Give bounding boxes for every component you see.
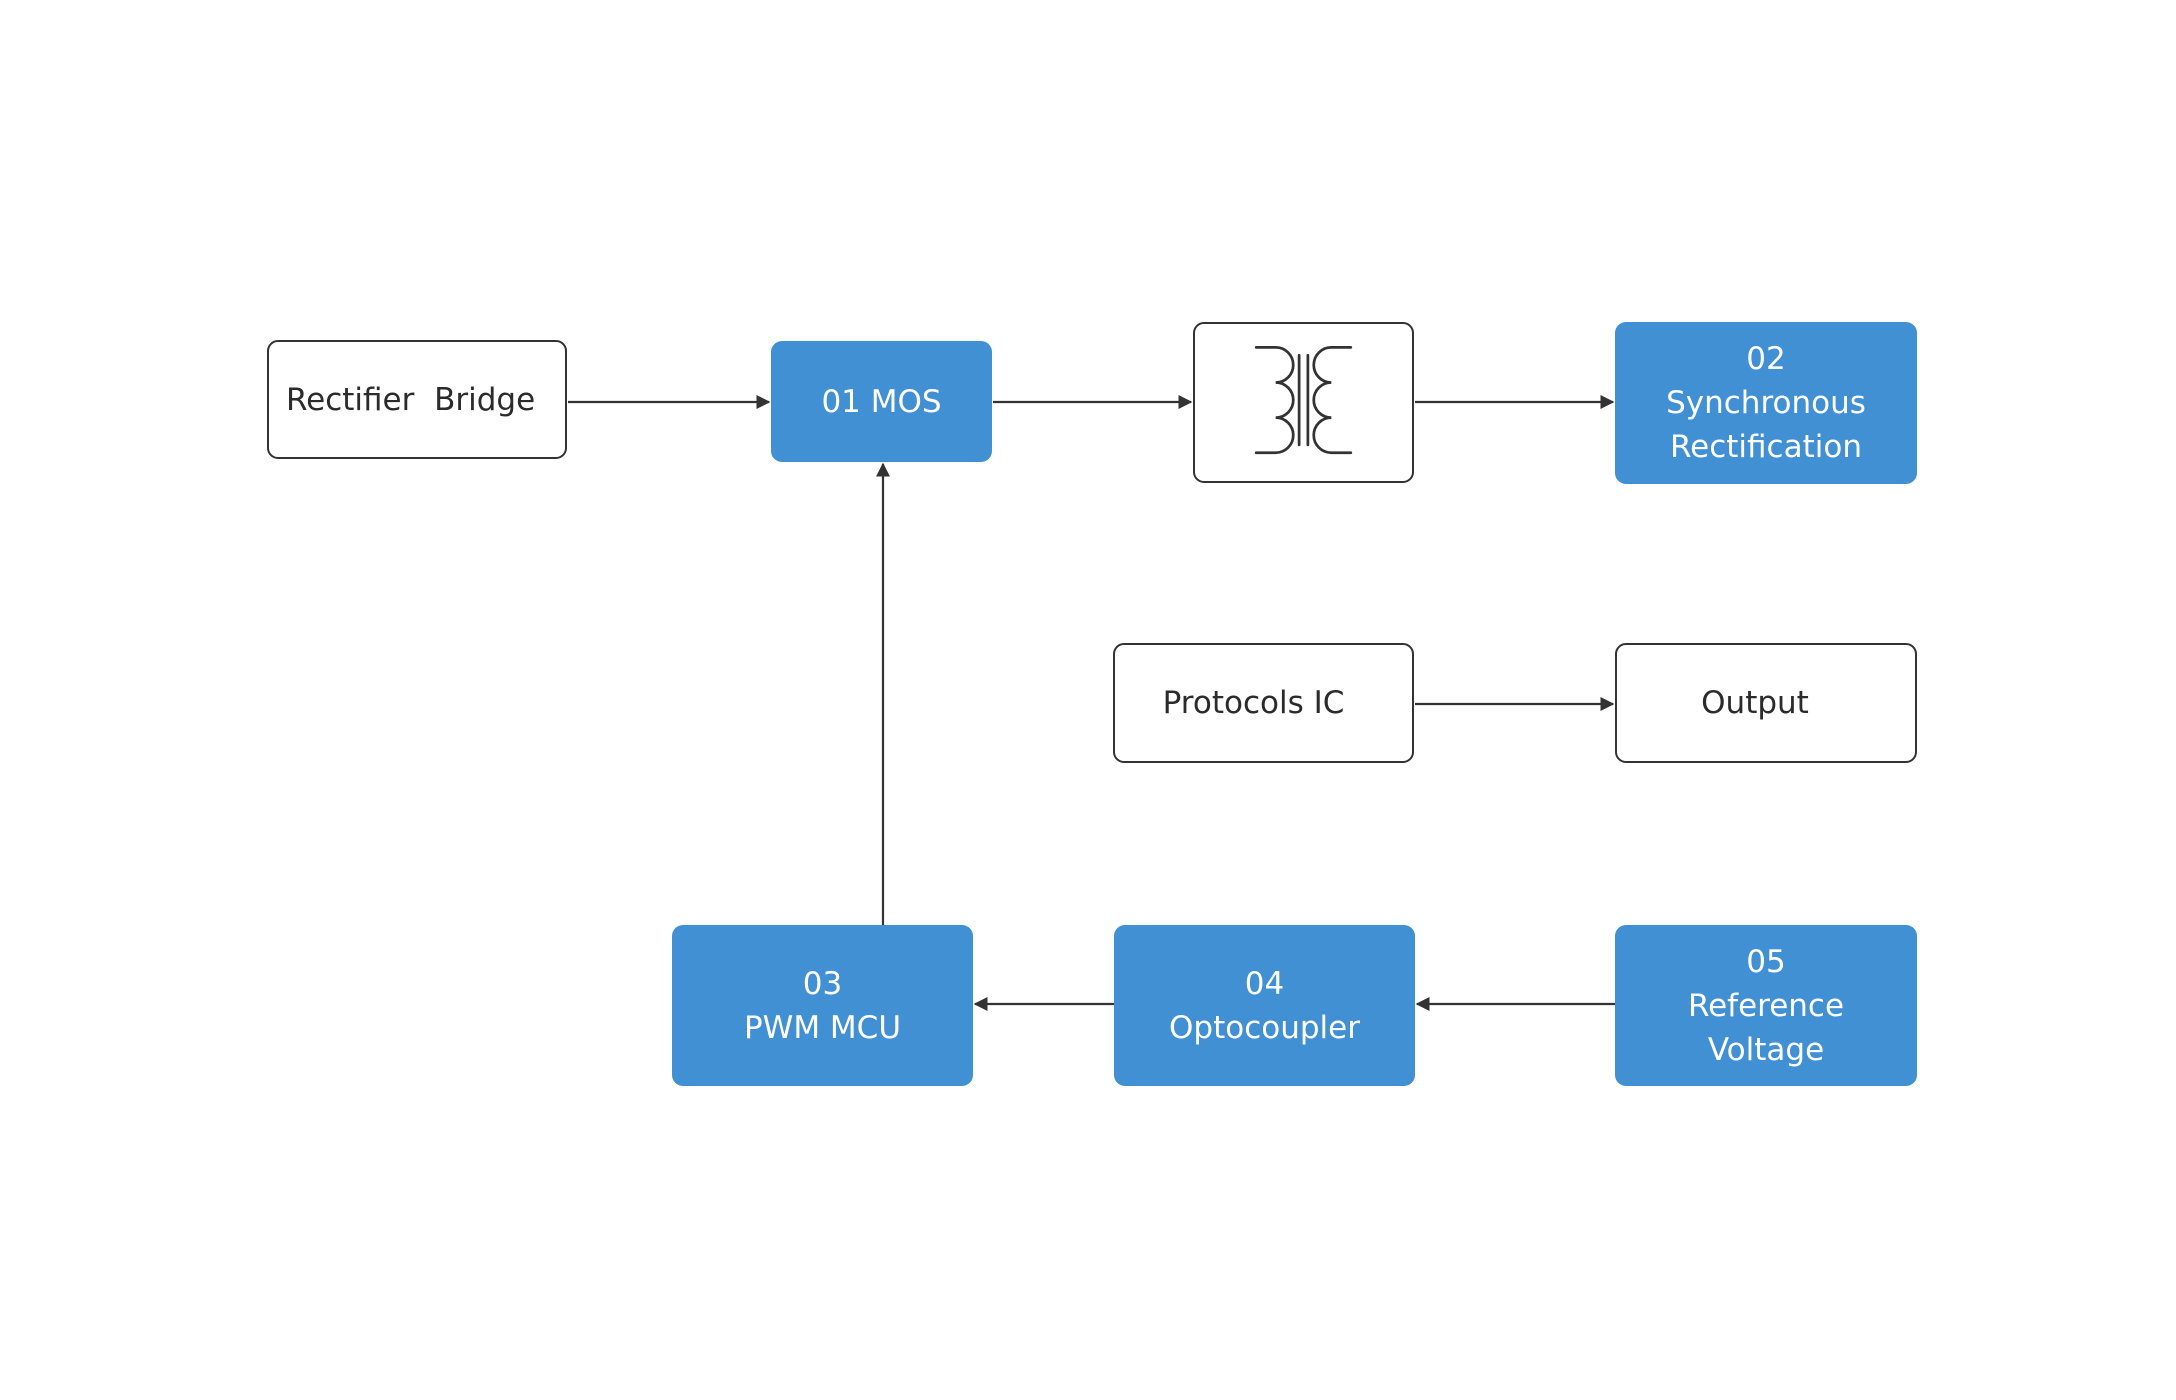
node-label-line1: PWM MCU [743, 1009, 902, 1046]
node-protocols-ic: Protocols IC [1113, 643, 1414, 763]
node-label-line1: Reference [1687, 987, 1845, 1024]
node-label: Output [1701, 685, 1809, 721]
node-label: 01 MOS [821, 383, 942, 420]
node-reference-voltage: 05 Reference Voltage [1615, 925, 1917, 1086]
node-label: Protocols IC [1162, 685, 1345, 721]
node-transformer [1193, 322, 1414, 483]
node-number: 02 [1746, 341, 1786, 377]
node-pwm-mcu: 03 PWM MCU [672, 925, 973, 1086]
node-synchronous-rectification: 02 Synchronous Rectification [1615, 322, 1917, 484]
node-number: 04 [1244, 965, 1285, 1002]
node-label: Rectifier Bridge [286, 381, 536, 418]
node-mos: 01 MOS [771, 341, 992, 462]
node-number: 05 [1746, 943, 1786, 980]
node-label-line1: Optocoupler [1169, 1009, 1360, 1046]
node-output: Output [1615, 643, 1917, 763]
transformer-icon [1254, 346, 1353, 455]
node-number: 03 [802, 965, 843, 1002]
node-optocoupler: 04 Optocoupler [1114, 925, 1415, 1086]
node-label-line2: Voltage [1707, 1031, 1825, 1068]
node-label-line1: Synchronous [1666, 385, 1866, 421]
node-rectifier-bridge: Rectifier Bridge [267, 340, 567, 459]
node-label-line2: Rectification [1670, 429, 1862, 465]
